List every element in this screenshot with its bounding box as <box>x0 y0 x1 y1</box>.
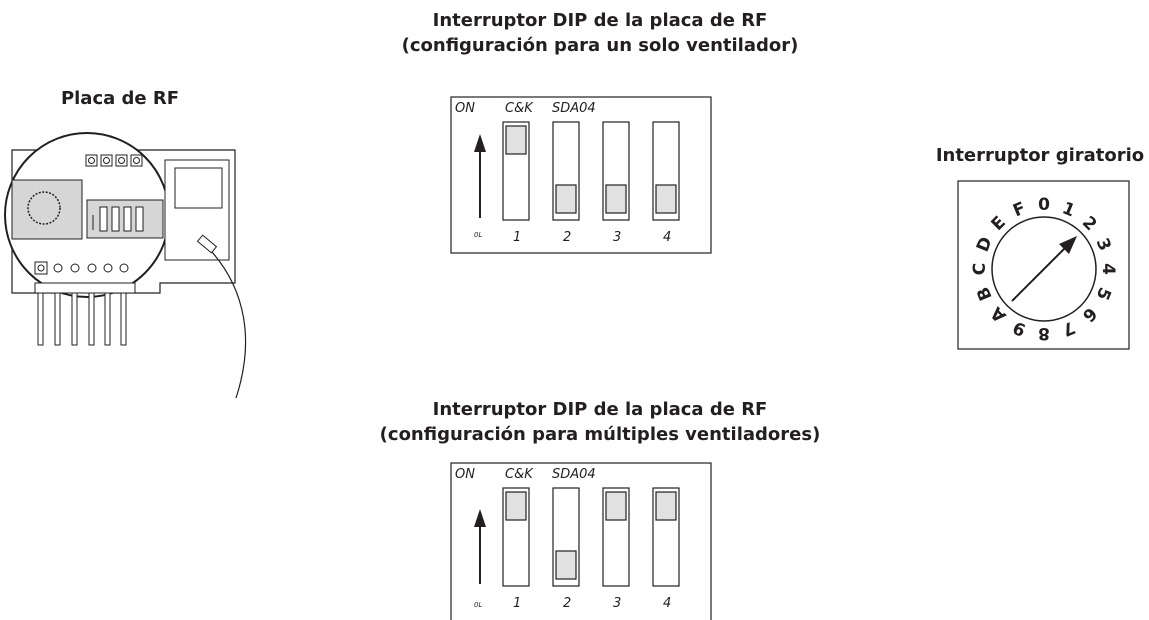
dip-switch-knob-3 <box>605 184 627 214</box>
dip-switch-number-2: 2 <box>563 230 571 245</box>
dip-switch-knob-1 <box>505 125 527 155</box>
rotary-pointer-head <box>1059 236 1077 254</box>
rf-board-illustration <box>4 132 247 399</box>
dip-multi-heading-line2: (configuración para múltiples ventilador… <box>379 424 821 445</box>
dip-brand-label: C&K <box>505 467 534 482</box>
bottom-pins <box>34 261 136 346</box>
dip-model-label: SDA04 <box>552 101 596 116</box>
board-antenna-window <box>174 167 223 209</box>
dip-switch-number-1: 1 <box>513 230 521 245</box>
dip-switch-number-2: 2 <box>563 596 571 611</box>
dip-switch-knob-3 <box>605 491 627 521</box>
dip-single-heading-line1: Interruptor DIP de la placa de RF <box>432 10 768 31</box>
dip-on-label: ON <box>455 101 475 116</box>
rotary-digit-8: 8 <box>1038 323 1050 343</box>
dip-on-arrow-head <box>474 134 486 152</box>
dip-switch-number-1: 1 <box>513 596 521 611</box>
dip-switch-multi: ON C&K SDA04 0L 1 2 3 4 <box>450 462 712 620</box>
dip-off-label: 0L <box>474 601 482 609</box>
board-antenna-lead <box>196 234 218 254</box>
rotary-pointer-shaft <box>1011 243 1070 302</box>
dip-switch-number-3: 3 <box>613 596 621 611</box>
dip-switch-knob-4 <box>655 184 677 214</box>
dip-switch-knob-2 <box>555 550 577 580</box>
dip-single-heading-line2: (configuración para un solo ventilador) <box>401 35 799 56</box>
dip-switch-single: ON C&K SDA04 0L 1 2 3 4 <box>450 96 712 254</box>
antenna-wire <box>211 251 247 399</box>
rotary-digit-0: 0 <box>1038 195 1050 215</box>
dip-switch-knob-4 <box>655 491 677 521</box>
rotary-digit-C: C <box>970 263 990 275</box>
board-rotary-dial <box>27 191 61 225</box>
rotary-heading: Interruptor giratorio <box>935 145 1145 166</box>
dip-on-arrow-head <box>474 509 486 527</box>
dip-model-label: SDA04 <box>552 467 596 482</box>
dip-switches: 1 2 3 4 <box>502 121 680 245</box>
dip-switch-number-4: 4 <box>663 230 671 245</box>
dip-switches: 1 2 3 4 <box>502 487 680 611</box>
dip-multi-heading: Interruptor DIP de la placa de RF (confi… <box>350 397 850 447</box>
rotary-digit-4: 4 <box>1098 263 1118 275</box>
dip-single-heading: Interruptor DIP de la placa de RF (confi… <box>360 8 840 58</box>
dip-multi-heading-line1: Interruptor DIP de la placa de RF <box>432 399 768 420</box>
dip-off-label: 0L <box>474 231 482 239</box>
dip-switch-knob-1 <box>505 491 527 521</box>
board-dip-switches <box>92 206 144 232</box>
dip-on-label: ON <box>455 467 475 482</box>
dip-brand-label: C&K <box>505 101 534 116</box>
top-pads <box>85 154 143 167</box>
dip-switch-knob-2 <box>555 184 577 214</box>
board-outline <box>11 149 236 294</box>
dip-switch-number-4: 4 <box>663 596 671 611</box>
board-heading: Placa de RF <box>60 88 180 109</box>
board-rotary-block <box>11 179 83 240</box>
dip-switch-number-3: 3 <box>613 230 621 245</box>
